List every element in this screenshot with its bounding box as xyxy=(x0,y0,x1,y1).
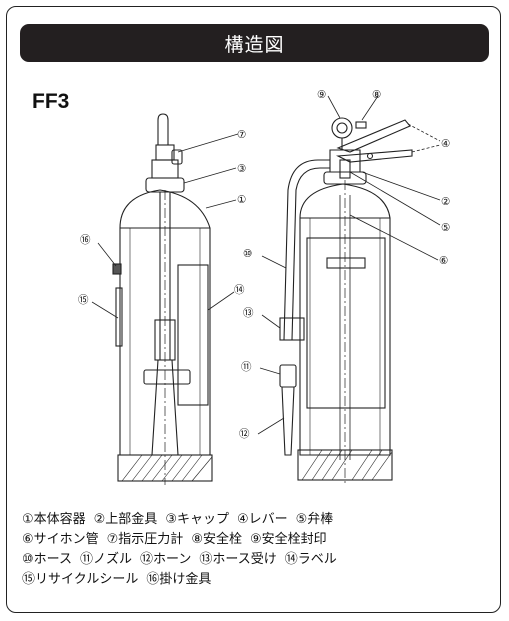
side-valve xyxy=(155,144,175,161)
legend-item: ⑥サイホン管 xyxy=(22,532,99,547)
callout-14: ⑭ xyxy=(234,284,245,296)
side-cap xyxy=(145,177,185,193)
callout-4: ④ xyxy=(441,138,450,150)
side-body xyxy=(119,189,211,456)
legend-item: ④レバー xyxy=(236,512,288,527)
callout-13: ⑬ xyxy=(243,307,254,319)
legend-row-4: ⑮リサイクルシール ⑯掛け金具 xyxy=(22,570,492,590)
legend-item: ⑪ノズル xyxy=(80,552,133,567)
legend-item: ⑭ラベル xyxy=(284,552,337,567)
legend-item: ①本体容器 xyxy=(22,512,86,527)
callout-9: ⑨ xyxy=(317,89,326,101)
hanging-bracket xyxy=(112,263,122,275)
front-horn xyxy=(281,386,295,456)
front-valve-stem xyxy=(339,159,351,179)
legend-item: ⑤弁棒 xyxy=(295,512,334,527)
side-gauge xyxy=(171,149,183,165)
side-base xyxy=(117,454,213,482)
page-title: 構造図 xyxy=(224,33,285,56)
front-lever-lower xyxy=(335,149,413,163)
callout-5: ⑤ xyxy=(441,222,450,234)
callout-numbers: ⑦ ③ ① ⑯ ⑮ ⑭ ⑨ ⑧ ④ ② ⑤ ⑥ ⑩ ⑬ ⑪ ⑫ xyxy=(78,89,450,440)
callout-leaders xyxy=(91,95,441,435)
front-label xyxy=(306,237,386,409)
callout-2: ② xyxy=(441,196,450,208)
safety-seal xyxy=(355,121,367,129)
front-label-mark xyxy=(326,257,366,269)
callout-3: ③ xyxy=(237,163,246,175)
callout-15: ⑮ xyxy=(78,294,89,306)
front-nozzle xyxy=(279,364,297,388)
side-view-extinguisher xyxy=(112,113,213,485)
legend-item: ⑦指示圧力計 xyxy=(106,532,184,547)
side-top-fitting xyxy=(151,159,179,179)
model-name: FF3 xyxy=(32,90,70,113)
callout-7: ⑦ xyxy=(237,129,246,141)
legend-row-2: ⑥サイホン管 ⑦指示圧力計 ⑧安全栓 ⑨安全栓封印 xyxy=(22,530,492,550)
diagram-frame xyxy=(6,6,501,613)
callout-1: ① xyxy=(237,194,246,206)
front-body xyxy=(299,183,391,456)
legend-item: ⑫ホーン xyxy=(140,552,192,567)
front-view-extinguisher xyxy=(279,117,413,485)
legend-row-3: ⑩ホース ⑪ノズル ⑫ホーン ⑬ホース受け ⑭ラベル xyxy=(22,550,492,570)
front-base xyxy=(297,449,393,481)
legend-item: ③キャップ xyxy=(165,512,229,527)
side-handle xyxy=(157,113,169,145)
callout-11: ⑪ xyxy=(241,361,252,373)
legend-row-1: ①本体容器 ②上部金具 ③キャップ ④レバー ⑤弁棒 xyxy=(22,510,492,530)
title-bar: 構造図 xyxy=(20,24,489,62)
side-nozzle xyxy=(154,319,176,361)
legend-item: ⑨安全栓封印 xyxy=(249,532,327,547)
side-horn-holder xyxy=(143,369,191,385)
callout-12: ⑫ xyxy=(239,428,250,440)
safety-pin-ring xyxy=(331,117,353,139)
callout-10: ⑩ xyxy=(243,248,252,260)
callout-16: ⑯ xyxy=(80,234,91,246)
callout-6: ⑥ xyxy=(439,255,448,267)
front-lever-upper xyxy=(336,119,411,153)
front-hose-inner xyxy=(291,167,330,341)
callout-8: ⑧ xyxy=(372,89,381,101)
legend-item: ⑧安全栓 xyxy=(191,532,242,547)
side-label-panel xyxy=(177,264,209,406)
legend-item: ⑮リサイクルシール xyxy=(22,572,139,587)
legend-item: ⑯掛け金具 xyxy=(146,572,212,587)
parts-legend: ①本体容器 ②上部金具 ③キャップ ④レバー ⑤弁棒 ⑥サイホン管 ⑦指示圧力計 ⑧安全栓 ⑨… xyxy=(22,510,492,590)
hose-holder xyxy=(279,317,305,341)
legend-item: ⑬ホース受け xyxy=(199,552,277,567)
legend-item: ②上部金具 xyxy=(93,512,158,527)
legend-item: ⑩ホース xyxy=(22,552,73,567)
front-cap xyxy=(323,171,367,185)
front-hose-outer xyxy=(283,159,330,341)
